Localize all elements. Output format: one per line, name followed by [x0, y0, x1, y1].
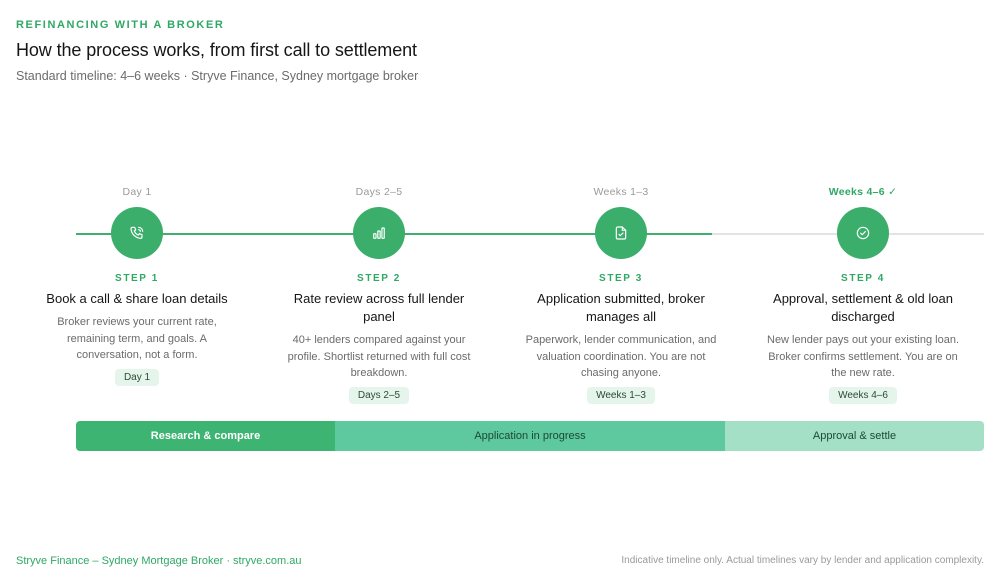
- step-duration-badge: Weeks 4–6: [829, 386, 897, 404]
- step-title: Approval, settlement & old loan discharg…: [773, 291, 953, 324]
- timeline-step-4: Weeks 4–6 ✓ STEP 4 Approval, settlement …: [763, 180, 963, 404]
- step-label: STEP 2: [357, 273, 401, 284]
- page-subtitle: Standard timeline: 4–6 weeks · Stryve Fi…: [16, 69, 419, 83]
- step-description: 40+ lenders compared against your profil…: [287, 334, 471, 379]
- phase-application: Application in progress: [335, 421, 725, 451]
- document-check-icon: [615, 226, 627, 240]
- step-week: Day 1: [122, 186, 152, 198]
- step-week: Weeks 1–3: [593, 186, 649, 198]
- step-node: [353, 207, 405, 259]
- step-description: Paperwork, lender communication, and val…: [525, 334, 717, 379]
- step-title: Rate review across full lender panel: [293, 291, 465, 324]
- step-label: STEP 1: [115, 273, 159, 284]
- step-title: Book a call & share loan details: [46, 291, 228, 306]
- timeline-step-2: Days 2–5 STEP 2 Rate review across full …: [279, 180, 479, 404]
- step-label: STEP 3: [599, 273, 643, 284]
- step-duration-badge: Day 1: [114, 368, 160, 386]
- check-circle-icon: [856, 226, 870, 240]
- process-timeline: Day 1 STEP 1 Book a call & share loan de…: [0, 180, 997, 410]
- step-node: [111, 207, 163, 259]
- step-duration-badge: Weeks 1–3: [587, 386, 655, 404]
- step-week: Weeks 4–6 ✓: [828, 186, 898, 198]
- page-header: REFINANCING WITH A BROKER How the proces…: [16, 19, 418, 83]
- step-duration-badge: Days 2–5: [348, 386, 410, 404]
- timeline-step-3: Weeks 1–3 STEP 3 Application submitted, …: [521, 180, 721, 404]
- footer-disclaimer: Indicative timeline only. Actual timelin…: [621, 555, 984, 566]
- phase-bar: Research & compare Application in progre…: [76, 421, 984, 451]
- footer-brand: Stryve Finance – Sydney Mortgage Broker …: [16, 555, 302, 567]
- step-title: Application submitted, broker manages al…: [537, 291, 705, 324]
- step-description: Broker reviews your current rate, remain…: [57, 316, 217, 361]
- page-title: How the process works, from first call t…: [16, 40, 417, 60]
- phone-icon: [130, 226, 144, 239]
- step-node: [595, 207, 647, 259]
- phase-approval: Approval & settle: [725, 421, 984, 451]
- step-label: STEP 4: [841, 273, 885, 284]
- step-week: Days 2–5: [355, 186, 403, 198]
- bar-chart-icon: [373, 227, 385, 239]
- step-node: [837, 207, 889, 259]
- step-description: New lender pays out your existing loan. …: [767, 334, 959, 379]
- timeline-step-1: Day 1 STEP 1 Book a call & share loan de…: [37, 180, 237, 386]
- eyebrow-label: REFINANCING WITH A BROKER: [16, 19, 225, 31]
- phase-research: Research & compare: [76, 421, 335, 451]
